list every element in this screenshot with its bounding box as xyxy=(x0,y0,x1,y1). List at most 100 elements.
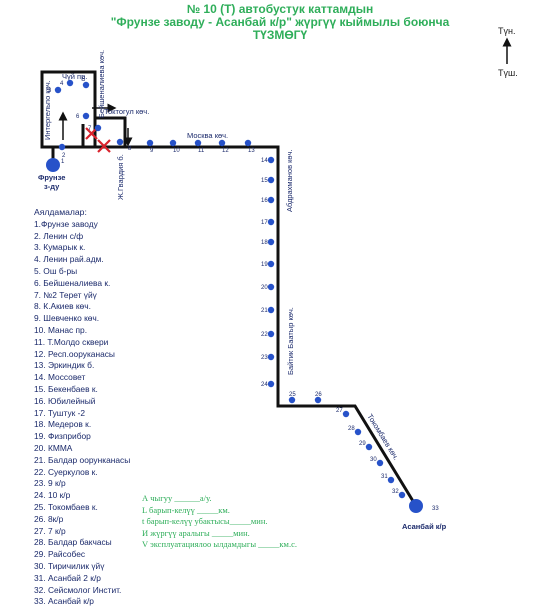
route-info-line: И жүргүү аралыгы _____мин. xyxy=(142,527,250,538)
bus-stop-number: 8 xyxy=(128,146,132,152)
stop-list-item: 12. Респ.ооруканасы xyxy=(34,348,115,359)
stop-list-item: 27. 7 к/р xyxy=(34,525,66,536)
bus-stop-marker xyxy=(267,353,275,361)
bus-stop-number: 7 xyxy=(88,126,92,132)
bus-stop-marker xyxy=(82,112,90,120)
street-label-abdrahmanov: Абдрахманов көч. xyxy=(285,149,294,212)
bus-stop-marker xyxy=(267,218,275,226)
street-label-beishenalieva: Бейшеналиева көч. xyxy=(97,50,106,118)
bus-stop-marker xyxy=(146,139,154,147)
bus-stop-marker xyxy=(267,176,275,184)
compass-south-label: Түш. xyxy=(498,68,518,78)
stop-list-item: 23. 9 к/р xyxy=(34,478,66,489)
stop-list-item: 15. Бекенбаев к. xyxy=(34,383,98,394)
stop-list-item: 20. КММА xyxy=(34,442,73,453)
street-label-jk-gvardia: Ж.Гвардия б. xyxy=(116,154,125,200)
route-info-line: А чыгуу ______а/у. xyxy=(142,493,212,503)
bus-stop-marker xyxy=(376,459,384,467)
bus-stop-marker xyxy=(66,79,74,87)
route-info-line: L барып-келүү _____км. xyxy=(142,504,230,515)
stop-list-item: 11. Т.Молдо сквери xyxy=(34,336,109,347)
stop-list-item: 31. Асанбай 2 к/р xyxy=(34,572,101,583)
bus-stop-marker xyxy=(46,158,60,172)
bus-stop-number: 17 xyxy=(261,220,268,226)
title-line-1: № 10 (Т) автобустук каттамдын xyxy=(186,2,374,16)
bus-stop-number: 28 xyxy=(348,426,355,432)
stop-list-item: 24. 10 к/р xyxy=(34,490,71,501)
street-label-toktogul: Токтогул көч. xyxy=(104,107,149,116)
bus-stop-marker xyxy=(194,139,202,147)
street-label-intergelpo: Интергельпо көч. xyxy=(43,80,52,140)
road-closed-icon xyxy=(85,127,98,140)
stop-list-item: 26. 8к/р xyxy=(34,513,64,524)
stop-list-item: 33. Асанбай к/р xyxy=(34,596,94,607)
street-label-chuy: Чүй пр. xyxy=(62,72,87,81)
bus-stop-number: 33 xyxy=(432,506,439,512)
stop-list-item: 30. Тиричилик үйү xyxy=(34,560,105,571)
stop-list-item: 1.Фрунзе заводу xyxy=(34,218,98,229)
stop-list-item: 8. К.Акиев көч. xyxy=(34,301,91,312)
stop-list-item: 2. Ленин с/ф xyxy=(34,230,84,241)
bus-stop-marker xyxy=(169,139,177,147)
bus-stop-marker xyxy=(342,410,350,418)
bus-stop-number: 18 xyxy=(261,240,268,246)
bus-stop-marker xyxy=(267,380,275,388)
bus-stop-number: 32 xyxy=(392,489,399,495)
bus-stop-marker xyxy=(267,306,275,314)
bus-stop-number: 10 xyxy=(173,148,180,154)
route-info: А чыгуу ______а/у.L барып-келүү _____км.… xyxy=(142,493,297,551)
title-line-3: ТҮЗМӨГҮ xyxy=(252,28,308,42)
bus-stop-number: 13 xyxy=(248,148,255,154)
bus-stop-marker xyxy=(94,124,102,132)
bus-stop-number: 9 xyxy=(150,148,154,154)
terminal-label-end: Асанбай к/р xyxy=(402,522,447,531)
bus-stop-number: 23 xyxy=(261,355,268,361)
bus-stop-number: 21 xyxy=(261,308,268,314)
bus-stop-number: 27 xyxy=(336,408,343,414)
bus-stop-marker xyxy=(54,86,62,94)
stop-list-item: 10. Манас пр. xyxy=(34,324,88,335)
stops-legend-title: Аялдамалар: xyxy=(34,207,87,217)
bus-stop-marker xyxy=(267,238,275,246)
bus-stop-marker xyxy=(267,156,275,164)
bus-stop-number: 5 xyxy=(82,77,86,83)
stop-list-item: 7. №2 Терет үйү xyxy=(34,289,97,300)
stop-list-item: 32. Сейсмолог Инстит. xyxy=(34,584,122,595)
bus-stop-number: 16 xyxy=(261,198,268,204)
bus-stop-number: 3 xyxy=(48,88,52,94)
bus-stop-marker xyxy=(314,396,322,404)
terminal-label-start: з-ду xyxy=(44,182,60,191)
bus-stop-number: 29 xyxy=(359,441,366,447)
bus-stop-number: 31 xyxy=(381,474,388,480)
bus-stop-number: 2 xyxy=(62,153,66,159)
bus-stop-number: 12 xyxy=(222,148,229,154)
bus-stop-number: 24 xyxy=(261,382,268,388)
bus-stop-number: 26 xyxy=(315,392,322,398)
bus-stop-marker xyxy=(218,139,226,147)
bus-stop-marker xyxy=(288,396,296,404)
stop-list-item: 19. Физприбор xyxy=(34,431,91,442)
bus-stop-marker xyxy=(354,428,362,436)
stop-list-item: 18. Медеров к. xyxy=(34,419,92,430)
bus-stop-marker xyxy=(58,143,66,151)
bus-stop-number: 1 xyxy=(61,159,65,165)
bus-stop-marker xyxy=(365,443,373,451)
bus-stop-marker xyxy=(409,499,423,513)
bus-stop-number: 19 xyxy=(261,262,268,268)
stop-list-item: 5. Ош б-ры xyxy=(34,265,78,276)
stop-list-item: 25. Токомбаев к. xyxy=(34,501,98,512)
street-label-moskva: Москва көч. xyxy=(187,131,228,140)
route-info-line: t барып-келүү убактысы_____мин. xyxy=(142,516,268,526)
bus-stop-number: 14 xyxy=(261,158,268,164)
compass-north-label: Түн. xyxy=(498,26,516,36)
route-map: Чүй пр. Бейшеналиева көч. Интергельпо кө… xyxy=(38,37,512,531)
route-line xyxy=(40,70,418,507)
bus-stop-marker xyxy=(244,139,252,147)
stop-list-item: 9. Шевченко көч. xyxy=(34,313,100,324)
route-info-line: V эксплуатациялоо ылдамдыгы _____км.с. xyxy=(142,539,297,549)
title-line-2: "Фрунзе заводу - Асанбай к/р" жүргүү кый… xyxy=(110,15,450,29)
bus-stop-number: 6 xyxy=(76,114,80,120)
bus-stop-marker xyxy=(267,330,275,338)
street-label-baitik: Байтик Баатыр көч. xyxy=(286,307,295,375)
